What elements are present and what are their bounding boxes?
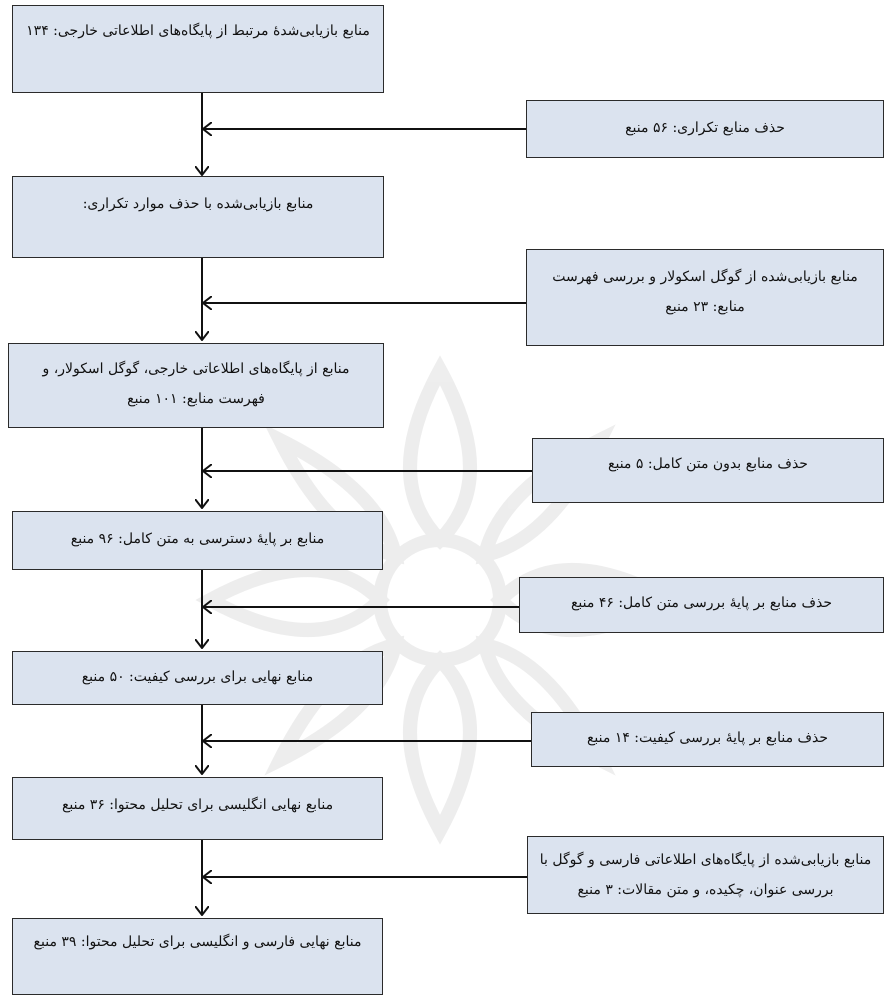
side-step-4-text: حذف منابع بر پایهٔ بررسی متن کامل: ۴۶ من… [570, 595, 832, 611]
main-step-7-text: منابع نهایی فارسی و انگلیسی برای تحلیل م… [33, 934, 362, 950]
main-step-6-text: منابع نهایی انگلیسی برای تحلیل محتوا: ۳۶… [61, 797, 334, 813]
side-step-6-text: منابع بازیابی‌شده از پایگاه‌های اطلاعاتی… [539, 852, 872, 898]
main-step-6: منابع نهایی انگلیسی برای تحلیل محتوا: ۳۶… [12, 777, 383, 840]
main-step-3: منابع از پایگاه‌های اطلاعاتی خارجی، گوگل… [8, 343, 384, 428]
main-step-2-text: منابع بازیابی‌شده با حذف موارد تکراری: [82, 196, 314, 212]
main-step-5: منابع نهایی برای بررسی کیفیت: ۵۰ منبع [12, 651, 383, 705]
side-step-6: منابع بازیابی‌شده از پایگاه‌های اطلاعاتی… [527, 836, 884, 914]
side-step-2-text: منابع بازیابی‌شده از گوگل اسکولار و بررس… [552, 269, 858, 315]
main-step-4: منابع بر پایهٔ دسترسی به متن کامل: ۹۶ من… [12, 511, 383, 570]
side-step-1: حذف منابع تکراری: ۵۶ منبع [526, 100, 884, 158]
side-step-5-text: حذف منابع بر پایهٔ بررسی کیفیت: ۱۴ منبع [586, 730, 829, 746]
main-step-4-text: منابع بر پایهٔ دسترسی به متن کامل: ۹۶ من… [70, 531, 325, 547]
side-step-4: حذف منابع بر پایهٔ بررسی متن کامل: ۴۶ من… [519, 577, 884, 633]
main-step-5-text: منابع نهایی برای بررسی کیفیت: ۵۰ منبع [81, 669, 314, 685]
main-step-2: منابع بازیابی‌شده با حذف موارد تکراری: [12, 176, 384, 258]
side-step-1-text: حذف منابع تکراری: ۵۶ منبع [625, 120, 785, 136]
side-step-3: حذف منابع بدون متن کامل: ۵ منبع [532, 438, 884, 503]
main-step-3-text: منابع از پایگاه‌های اطلاعاتی خارجی، گوگل… [42, 361, 350, 407]
main-step-1-text: منابع بازیابی‌شدهٔ مرتبط از پایگاه‌های ا… [26, 23, 370, 39]
main-step-7: منابع نهایی فارسی و انگلیسی برای تحلیل م… [12, 918, 383, 995]
main-step-1: منابع بازیابی‌شدهٔ مرتبط از پایگاه‌های ا… [12, 5, 384, 93]
side-step-5: حذف منابع بر پایهٔ بررسی کیفیت: ۱۴ منبع [531, 712, 884, 767]
side-step-2: منابع بازیابی‌شده از گوگل اسکولار و بررس… [526, 249, 884, 346]
side-step-3-text: حذف منابع بدون متن کامل: ۵ منبع [608, 456, 808, 472]
